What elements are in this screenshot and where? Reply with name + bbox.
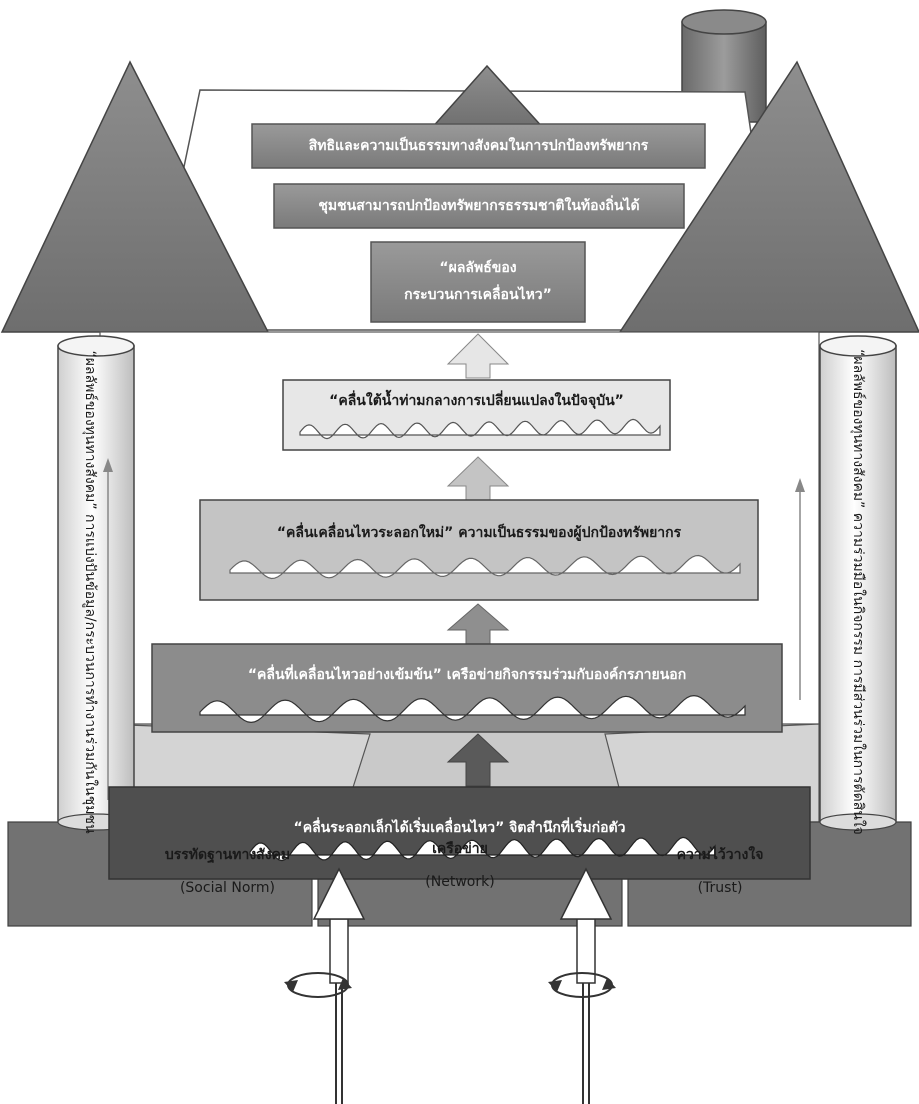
cycle-right-icon xyxy=(548,972,616,998)
community-box xyxy=(273,183,685,229)
up-arrow-icon-1 xyxy=(446,333,510,379)
network-en: (Network) xyxy=(425,874,495,890)
cycle-left-icon xyxy=(284,972,352,998)
left-pillar-arrow-icon xyxy=(103,458,113,800)
network-label: เครือข่าย (Network) xyxy=(365,834,555,898)
wave-line-3 xyxy=(199,694,746,724)
wave-box-2 xyxy=(199,499,759,601)
right-pillar xyxy=(819,335,897,831)
rights-box xyxy=(251,123,706,169)
capital-arrow-left-icon xyxy=(312,867,366,1104)
social-norm-label: บรรทัดฐานทางสังคม (Social Norm) xyxy=(115,840,340,904)
foundation-family-label: ระบบครอบครัว เครือญาติ xyxy=(691,1043,848,1060)
wave-line-1 xyxy=(299,418,661,440)
foundation-belief-label: ระบบความเชื่อ ศาสนา xyxy=(91,1043,229,1060)
wave-line-4 xyxy=(249,836,716,862)
community-label: ชุมชนสามารถปกป้องทรัพยากรธรรมชาติในท้องถ… xyxy=(318,197,640,214)
right-pillar-label: “ผลลัพธ์ของทุนทางสังคม” ความร่วมมือในกิจ… xyxy=(850,349,866,835)
wave-box-4 xyxy=(108,786,811,880)
wave-lines xyxy=(199,418,746,862)
up-arrow-icon-4 xyxy=(446,733,510,787)
outcome-box xyxy=(370,241,586,323)
left-pillar xyxy=(57,335,135,831)
wave-1-label: “คลื่นใต้น้ำท่ามกลางการเปลี่ยนแปลงในปัจจ… xyxy=(329,392,624,409)
wave-box-1 xyxy=(282,379,671,451)
capital-arrow-right-icon xyxy=(559,867,613,1104)
right-pillar-arrow-icon xyxy=(795,478,805,700)
rights-label: สิทธิและความเป็นธรรมทางสังคมในการปกป้องท… xyxy=(308,137,649,154)
trust-label: ความไว้วางใจ (Trust) xyxy=(630,840,810,904)
social-norm-en: (Social Norm) xyxy=(179,880,276,896)
trust-en: (Trust) xyxy=(697,880,743,896)
wave-2-label: “คลื่นเคลื่อนไหวระลอกใหม่” ความเป็นธรรมข… xyxy=(276,524,682,541)
trust-th: ความไว้วางใจ xyxy=(676,847,764,864)
social-norm-th: บรรทัดฐานทางสังคม xyxy=(164,847,291,864)
network-th: เครือข่าย xyxy=(432,841,488,858)
wave-3-label: “คลื่นที่เคลื่อนไหวอย่างเข้มข้น” เครือข่… xyxy=(247,666,687,683)
outcome-label: “ผลลัพธ์ของ กระบวนการเคลื่อนไหว” xyxy=(371,242,585,322)
wave-line-2 xyxy=(229,554,741,580)
outcome-line-2: กระบวนการเคลื่อนไหว” xyxy=(404,287,552,303)
wave-4-label: “คลื่นระลอกเล็กได้เริ่มเคลื่อนไหว” จิตสำ… xyxy=(293,819,626,836)
foundation-network-label: ระบบเครือข่ายการปกป้องทรัพยากร xyxy=(364,1043,576,1060)
outcome-line-1: “ผลลัพธ์ของ xyxy=(439,260,517,277)
left-pillar-label: “ผลลัพธ์ของทุนทางสังคม” การแบ่งปันข้อมูล… xyxy=(82,350,98,834)
